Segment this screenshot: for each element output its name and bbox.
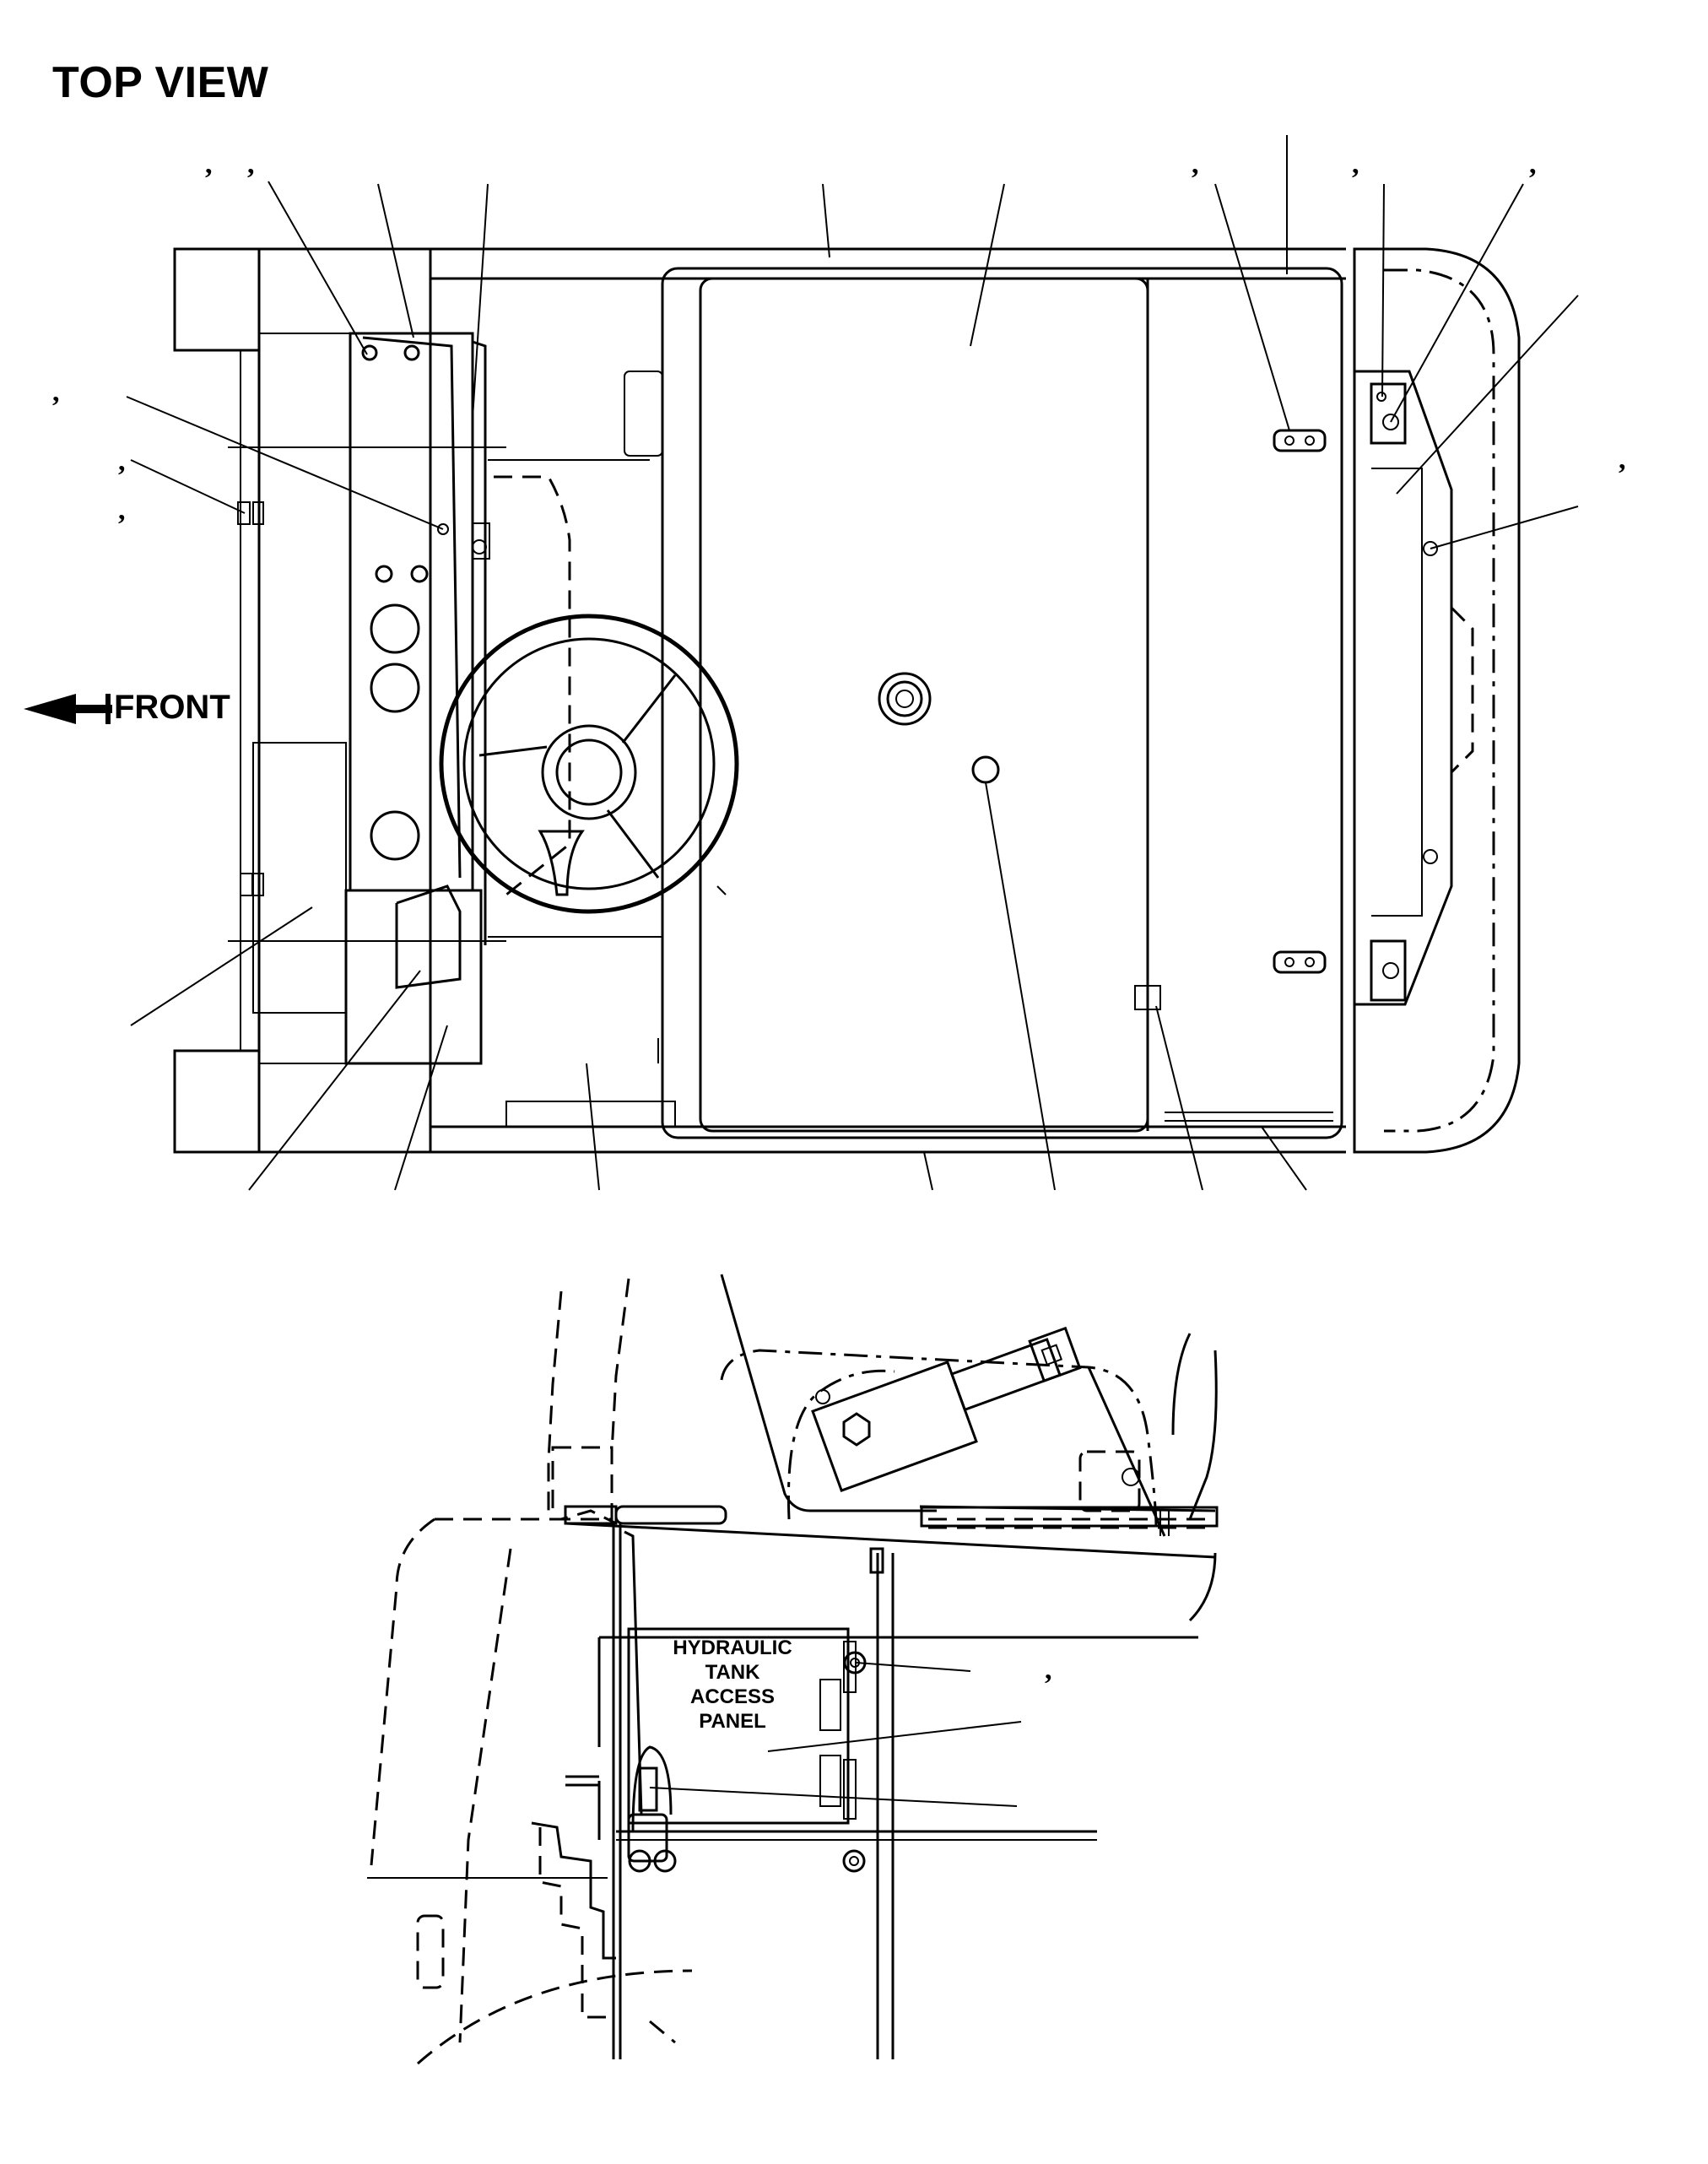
panel-label-line: PANEL: [699, 1710, 766, 1733]
top-view-drawing: [126, 135, 1579, 1191]
hydraulic-tank-access-panel-label: HYDRAULIC TANK ACCESS PANEL: [648, 1636, 817, 1734]
front-left-block: [173, 247, 261, 352]
seat-cover: [699, 277, 1149, 1133]
steering-wheel: [439, 614, 739, 914]
view-title: TOP VIEW: [52, 58, 269, 107]
side-view-drawing: [367, 1274, 1219, 2065]
panel-label-line: TANK: [705, 1661, 760, 1684]
callout-tick: ,: [1619, 444, 1626, 475]
front-right-block: [173, 1049, 261, 1154]
panel-label-line: ACCESS: [689, 1685, 776, 1708]
callout-tick: ,: [1352, 149, 1359, 180]
callout-tick: ,: [118, 495, 126, 526]
rear-counterweight: [1353, 247, 1521, 1154]
callout-tick: ,: [118, 446, 126, 477]
callout-tick: ,: [1045, 1654, 1052, 1685]
center-knob: [971, 755, 1000, 784]
front-arrow-icon: [24, 694, 76, 724]
callout-tick: ,: [205, 149, 213, 180]
panel-label-line: HYDRAULIC: [673, 1637, 792, 1659]
callout-tick: ,: [52, 376, 60, 408]
callout-tick: ,: [247, 149, 255, 180]
front-label: FRONT: [114, 689, 230, 726]
callout-tick: ,: [1192, 149, 1199, 180]
callout-tick: ,: [1529, 149, 1537, 180]
seat-frame: [661, 267, 1343, 1139]
